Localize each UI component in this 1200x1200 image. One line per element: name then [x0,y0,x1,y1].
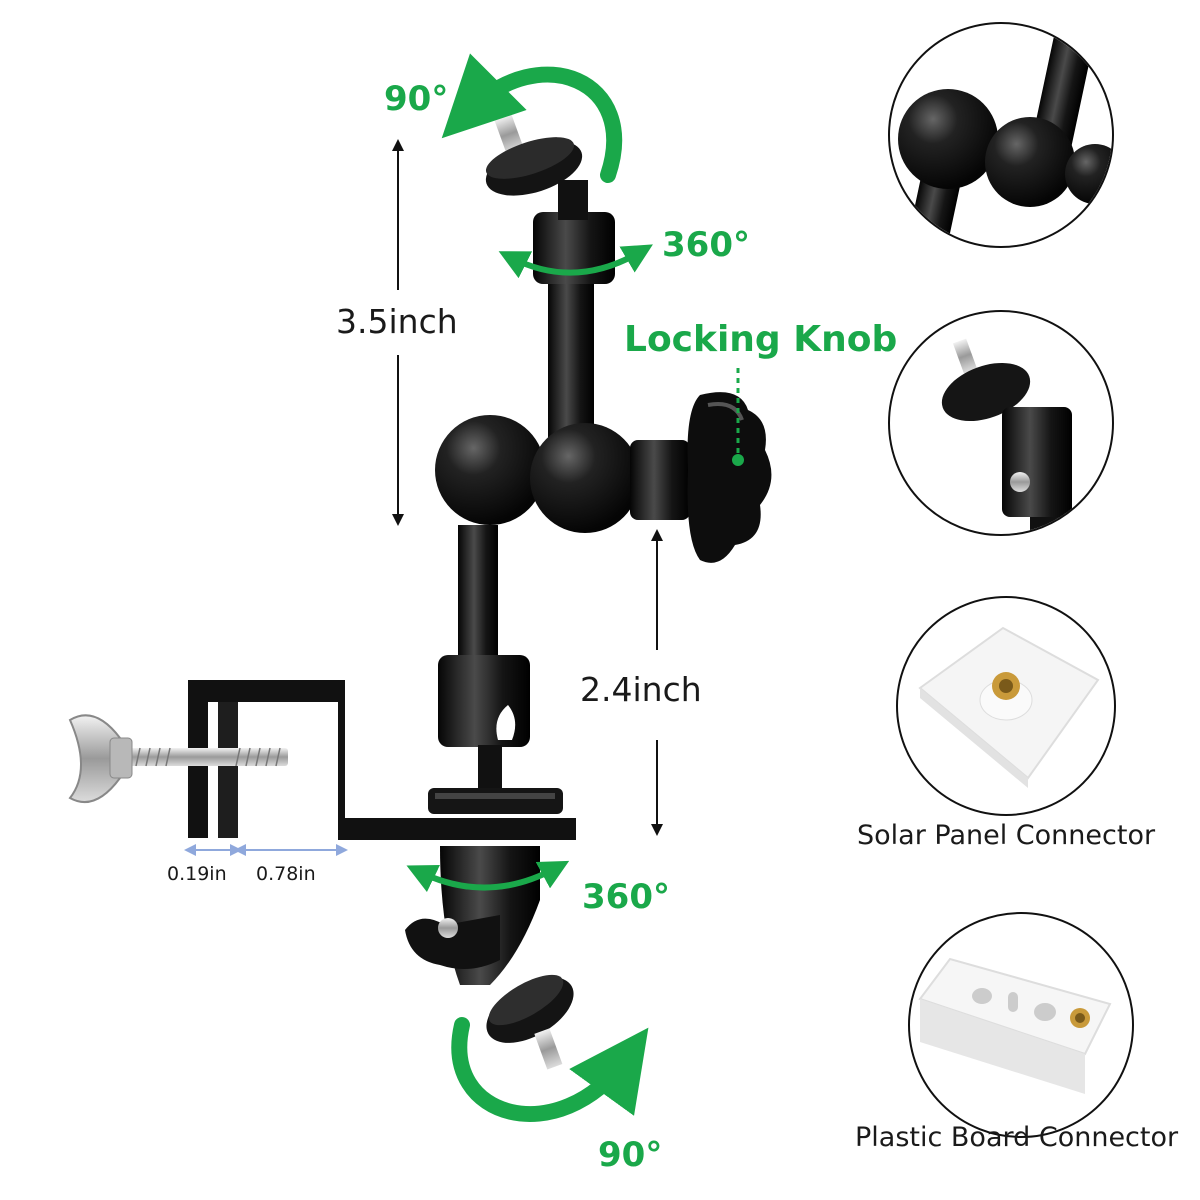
upper-ball-joint [435,415,545,525]
rotation-label-bottom: 90° [598,1135,663,1175]
center-ball-joint [530,423,640,533]
rotation-label-top: 90° [384,79,449,119]
detail-plastic-board-connector [908,912,1134,1138]
rotate-arrow-icon [441,53,622,183]
rotate-arrow-icon [451,1017,649,1122]
locking-knob [630,392,772,563]
detail-solar-panel-connector [896,596,1116,816]
middle-rod [458,525,498,665]
plastic-connector-closeup [918,957,1112,1094]
detail-swivel-head [888,310,1114,536]
clamp-bracket [188,680,576,840]
swivel-arrow-icon [406,860,570,893]
wing-nut [68,714,133,803]
bottom-lock-nut [428,788,563,814]
upper-height-label: 3.5inch [336,302,458,341]
locking-knob-dot [732,454,744,466]
bottom-cold-shoe-knob [486,974,574,1070]
locking-knob-label: Locking Knob [624,319,898,360]
swivel-label-top: 360° [662,225,750,265]
swivel-label-bottom: 360° [582,877,670,917]
solar-connector-closeup [918,626,1100,788]
lower-rod [478,745,502,795]
swivel-arrow-icon [498,244,653,279]
plastic-connector-caption: Plastic Board Connector [855,1122,1179,1153]
bottom-swivel-head [405,846,540,985]
lower-height-label: 2.4inch [580,670,702,709]
clamp-depth-label: 0.78in [256,863,316,885]
swivel-head-closeup [941,338,1072,534]
clamp-gap-label: 0.19in [167,863,227,885]
solar-connector-caption: Solar Panel Connector [857,820,1156,851]
ball-joint-closeup [898,24,1112,246]
clamp-screw [110,747,288,767]
lower-joint-collar [438,655,530,747]
detail-ball-joint [888,22,1114,248]
